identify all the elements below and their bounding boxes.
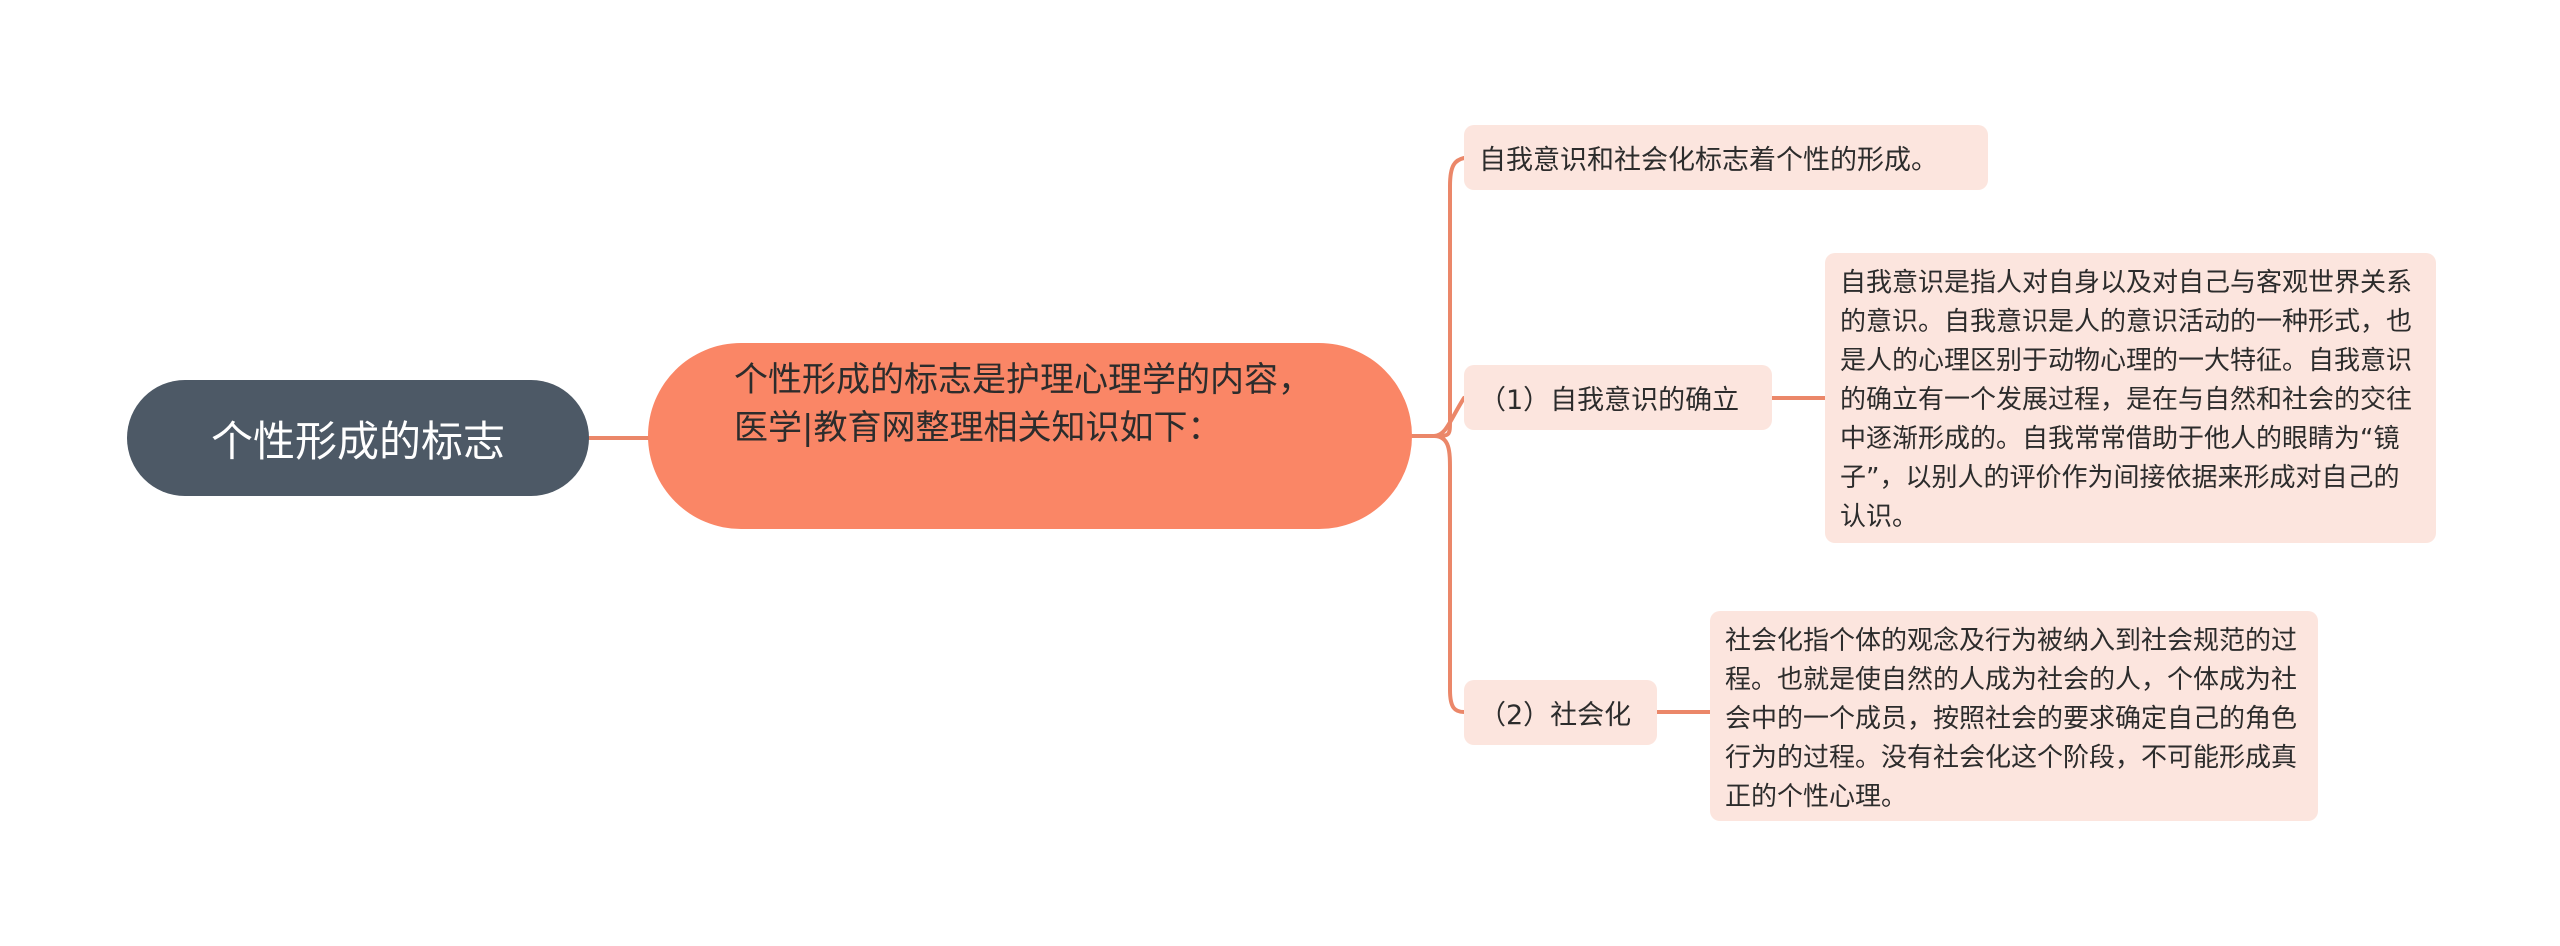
connector-main-branch-3 bbox=[1432, 434, 1466, 714]
branch-node-socialization: （2）社会化 bbox=[1464, 680, 1657, 745]
main-topic-label: 个性形成的标志是护理心理学的内容，医学|教育网整理相关知识如下： bbox=[734, 360, 1312, 448]
main-topic: 个性形成的标志是护理心理学的内容，医学|教育网整理相关知识如下： bbox=[648, 343, 1412, 529]
branch-node-self-and-socialization: 自我意识和社会化标志着个性的形成。 bbox=[1464, 125, 1988, 190]
connector-main-branch-1 bbox=[1410, 156, 1466, 438]
detail-node-socialization: 社会化指个体的观念及行为被纳入到社会规范的过程。也就是使自然的人成为社会的人，个… bbox=[1710, 611, 2318, 821]
root-topic-label: 个性形成的标志 bbox=[210, 416, 505, 466]
branch-node-self-consciousness: （1）自我意识的确立 bbox=[1464, 365, 1772, 430]
detail-node-self-consciousness: 自我意识是指人对自身以及对自己与客观世界关系的意识。自我意识是人的意识活动的一种… bbox=[1825, 253, 2436, 543]
root-topic: 个性形成的标志 bbox=[127, 380, 589, 496]
branch-label: 自我意识和社会化标志着个性的形成。 bbox=[1479, 145, 1938, 176]
branch-label: （1）自我意识的确立 bbox=[1479, 385, 1740, 416]
branch-label: （2）社会化 bbox=[1479, 700, 1632, 731]
detail-text: 自我意识是指人对自身以及对自己与客观世界关系的意识。自我意识是人的意识活动的一种… bbox=[1840, 268, 2413, 532]
detail-text: 社会化指个体的观念及行为被纳入到社会规范的过程。也就是使自然的人成为社会的人，个… bbox=[1725, 626, 2298, 812]
